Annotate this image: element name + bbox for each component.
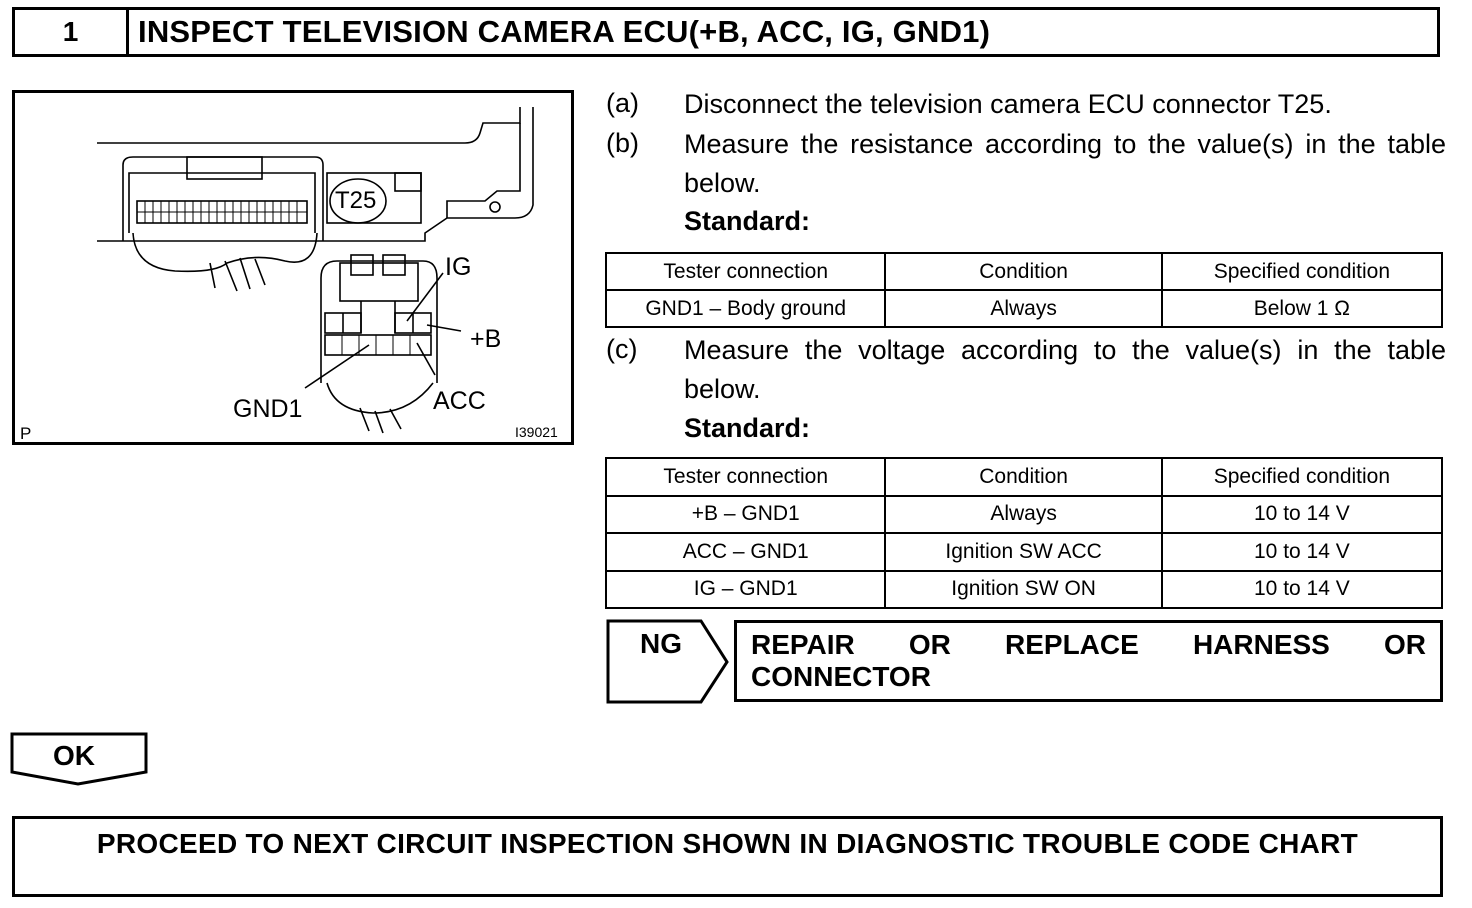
- ng-label: NG: [640, 628, 682, 659]
- table-header-row: Tester connection Condition Specified co…: [604, 252, 1444, 291]
- table-row: +B – GND1 Always 10 to 14 V: [604, 494, 1444, 534]
- terminal-acc-label: ACC: [433, 387, 486, 415]
- table-header-row: Tester connection Condition Specified co…: [604, 457, 1444, 497]
- table-cell: Ignition SW ACC: [884, 532, 1163, 572]
- step-a-label: (a): [606, 88, 639, 118]
- column-header: Specified condition: [1160, 457, 1444, 497]
- ng-action-word: OR: [1384, 629, 1426, 660]
- table-cell: Below 1 Ω: [1160, 289, 1444, 328]
- table-cell: +B – GND1: [604, 494, 887, 534]
- step-b-label: (b): [606, 128, 639, 158]
- table-row: ACC – GND1 Ignition SW ACC 10 to 14 V: [604, 532, 1444, 572]
- column-header: Condition: [884, 252, 1163, 291]
- ok-arrow-shape: [10, 732, 148, 786]
- table-cell: Always: [884, 289, 1163, 328]
- ng-action-word: REPLACE: [1005, 629, 1139, 660]
- step-header: 1 INSPECT TELEVISION CAMERA ECU(+B, ACC,…: [12, 7, 1440, 57]
- terminal-ig-label: IG: [445, 253, 471, 281]
- figure-code: I39021: [515, 424, 558, 440]
- connector-illustration: T25 IG +B GND1 ACC P I39021: [12, 90, 574, 445]
- table-cell: IG – GND1: [604, 569, 887, 609]
- step-number: 1: [15, 10, 129, 54]
- standard-label-voltage: Standard:: [684, 413, 811, 443]
- table-cell: 10 to 14 V: [1160, 494, 1444, 534]
- figure-corner-label: P: [20, 424, 31, 442]
- ng-action-word: OR: [908, 629, 951, 660]
- step-a-text: Disconnect the television camera ECU con…: [684, 89, 1332, 119]
- standard-label-resistance: Standard:: [684, 206, 811, 236]
- ng-action-box: REPAIR OR REPLACE HARNESS OR CONNECTOR: [734, 620, 1443, 702]
- ng-action-word: REPAIR: [751, 629, 855, 660]
- step-b-text: Measure the resistance according to the …: [684, 129, 1446, 198]
- ng-arrow-shape: [606, 619, 729, 704]
- voltage-table: Tester connection Condition Specified co…: [604, 457, 1444, 609]
- table-cell: 10 to 14 V: [1160, 532, 1444, 572]
- proceed-box: PROCEED TO NEXT CIRCUIT INSPECTION SHOWN…: [12, 816, 1443, 897]
- step-c-text: Measure the voltage according to the val…: [684, 335, 1446, 404]
- ng-action-word: HARNESS: [1192, 629, 1330, 660]
- resistance-table: Tester connection Condition Specified co…: [604, 252, 1444, 328]
- terminal-b-label: +B: [470, 325, 501, 353]
- ecu-connector-drawing: T25 IG +B GND1 ACC P I39021: [20, 107, 558, 442]
- column-header: Tester connection: [604, 252, 887, 291]
- ng-action-line1: REPAIR OR REPLACE HARNESS OR: [751, 629, 1426, 661]
- connector-label: T25: [335, 187, 376, 214]
- table-cell: Always: [884, 494, 1163, 534]
- table-cell: GND1 – Body ground: [604, 289, 887, 328]
- table-cell: Ignition SW ON: [884, 569, 1163, 609]
- table-cell: ACC – GND1: [604, 532, 887, 572]
- ng-action-line2: CONNECTOR: [751, 661, 931, 692]
- column-header: Specified condition: [1160, 252, 1444, 291]
- column-header: Condition: [884, 457, 1163, 497]
- terminal-gnd1-label: GND1: [233, 395, 302, 423]
- table-cell: 10 to 14 V: [1160, 569, 1444, 609]
- ok-label: OK: [53, 740, 95, 771]
- step-title: INSPECT TELEVISION CAMERA ECU(+B, ACC, I…: [138, 14, 991, 49]
- table-row: GND1 – Body ground Always Below 1 Ω: [604, 289, 1444, 328]
- column-header: Tester connection: [604, 457, 887, 497]
- step-c-label: (c): [606, 334, 638, 364]
- table-row: IG – GND1 Ignition SW ON 10 to 14 V: [604, 569, 1444, 609]
